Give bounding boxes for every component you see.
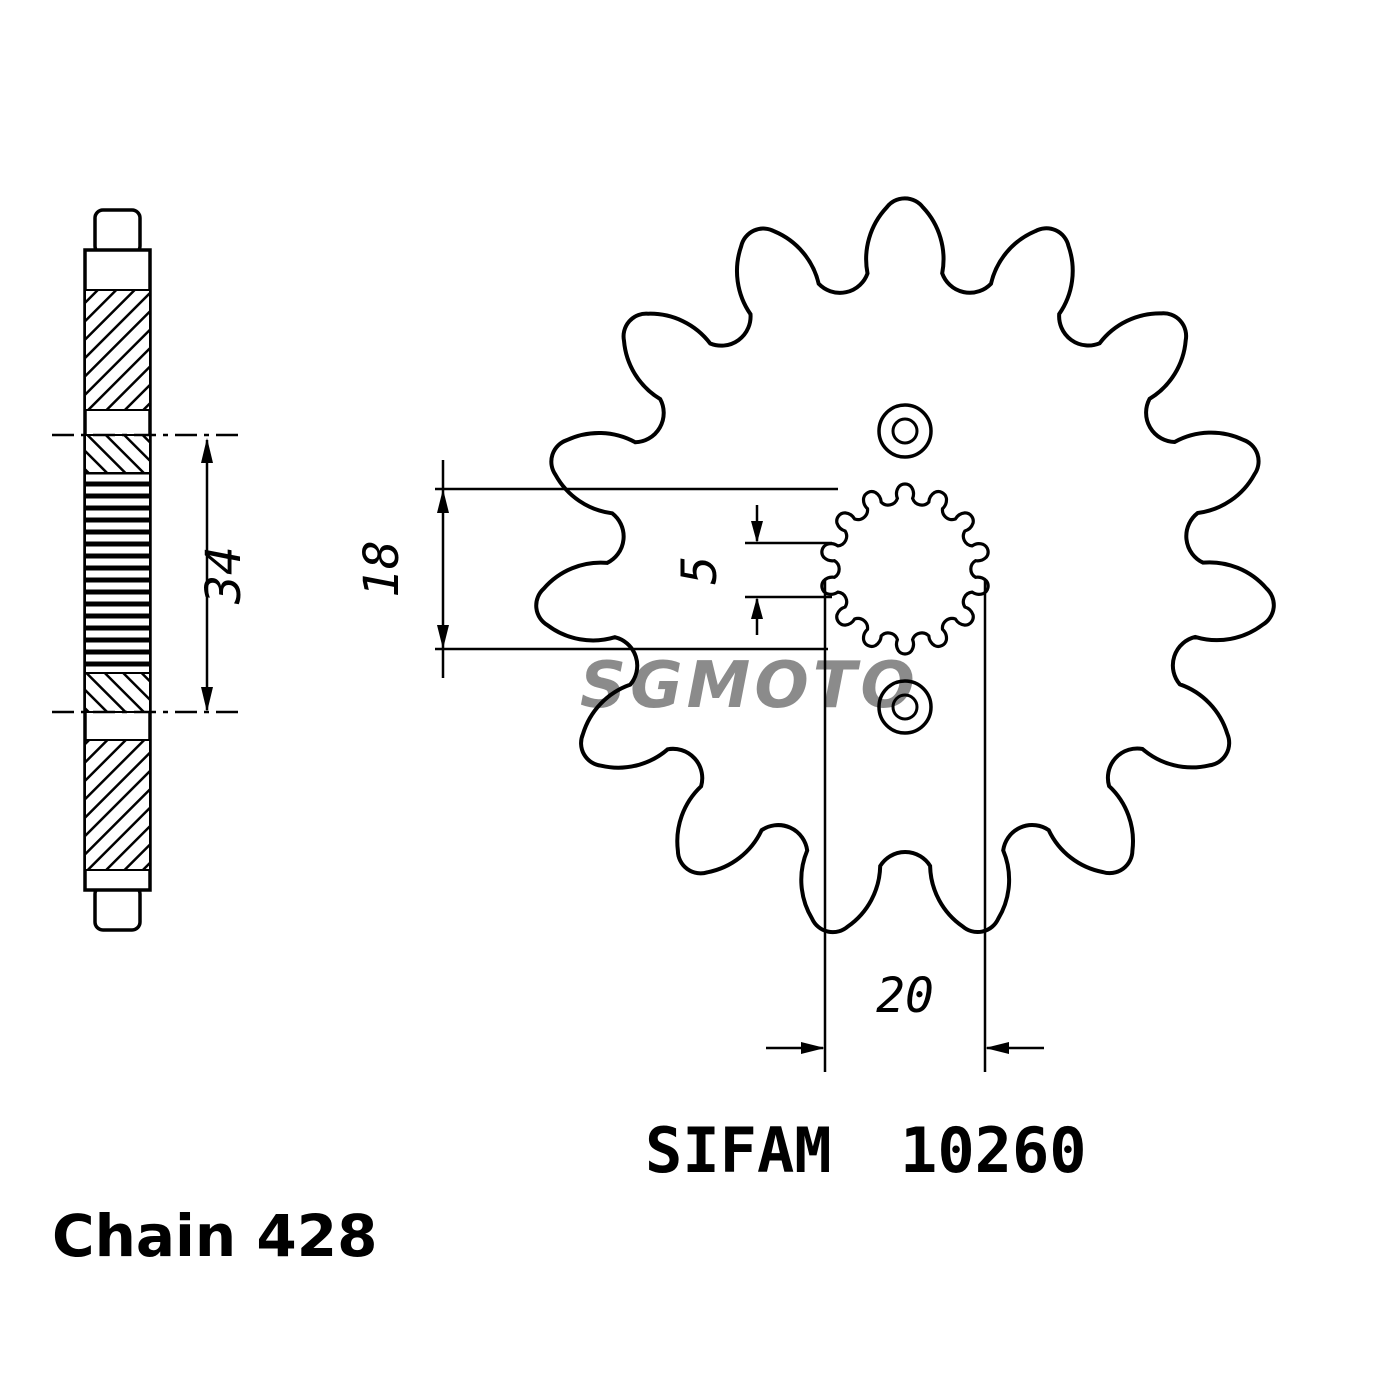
bolt-hole-top-inner: [891, 417, 919, 445]
manufacturer-label: SIFAM: [645, 1114, 832, 1187]
dim-18-arrow-down: [437, 625, 449, 649]
dim-5-arrow-down: [751, 521, 763, 543]
spline-section: [84, 472, 151, 674]
dim-20-arrow-left: [985, 1042, 1009, 1054]
hatch-section-bottom: [84, 739, 151, 871]
side-view-top-cap: [93, 208, 142, 256]
hatch-section-hub-top: [84, 434, 151, 474]
bolt-hole-bottom-inner: [891, 693, 919, 721]
side-view-bottom-cap: [93, 884, 142, 932]
sprocket-front-view: [534, 196, 1276, 935]
dim-5-label: 5: [672, 556, 728, 585]
dim-5-arrow-up: [751, 597, 763, 619]
watermark-text: SGMOTO: [580, 649, 919, 723]
hatch-section-top: [84, 289, 151, 411]
hatch-section-hub-bottom: [84, 672, 151, 713]
dimension-annotations: 34 18 5 20: [196, 438, 1044, 1072]
dim-34-arrow-up: [201, 438, 213, 463]
dim-20-arrow-right: [801, 1042, 825, 1054]
sprocket-side-view: [52, 208, 240, 932]
chain-size-label: Chain 428: [52, 1202, 377, 1270]
part-number-label: 10260: [900, 1114, 1087, 1187]
spline-bore: [820, 482, 990, 656]
dim-34-arrow-down: [201, 687, 213, 712]
dim-18-label: 18: [354, 540, 410, 598]
dim-20-label: 20: [876, 968, 934, 1024]
dim-18-arrow-up: [437, 489, 449, 513]
dim-34-label: 34: [196, 546, 252, 605]
